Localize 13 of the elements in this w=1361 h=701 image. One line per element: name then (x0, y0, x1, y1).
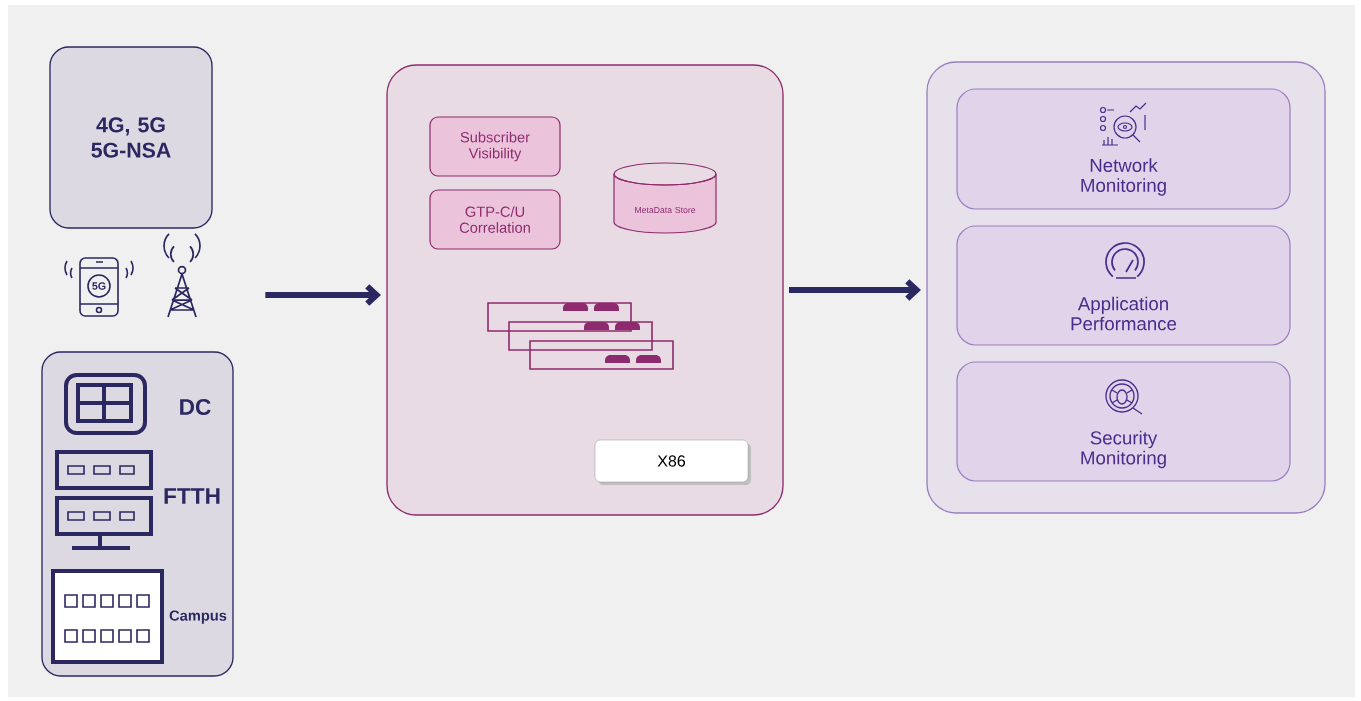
arrow (265, 284, 381, 306)
section-label: FTTH (164, 488, 220, 504)
use-case-box: Network Monitoring (956, 88, 1291, 210)
use-case-box: Security Monitoring (956, 361, 1291, 482)
function-box: GTP-C/U Correlation (429, 189, 561, 250)
use-case-box: Application Performance (956, 225, 1291, 346)
network-box: 4G, 5G 5G-NSA (49, 46, 213, 229)
section-label: DC (180, 399, 211, 416)
function-box: Subscriber Visibility (429, 116, 561, 177)
section-label: Campus (169, 610, 227, 624)
platform-tag: X86 (594, 439, 749, 483)
arrow (789, 279, 921, 301)
database-cylinder: MetaData Store (613, 162, 717, 234)
